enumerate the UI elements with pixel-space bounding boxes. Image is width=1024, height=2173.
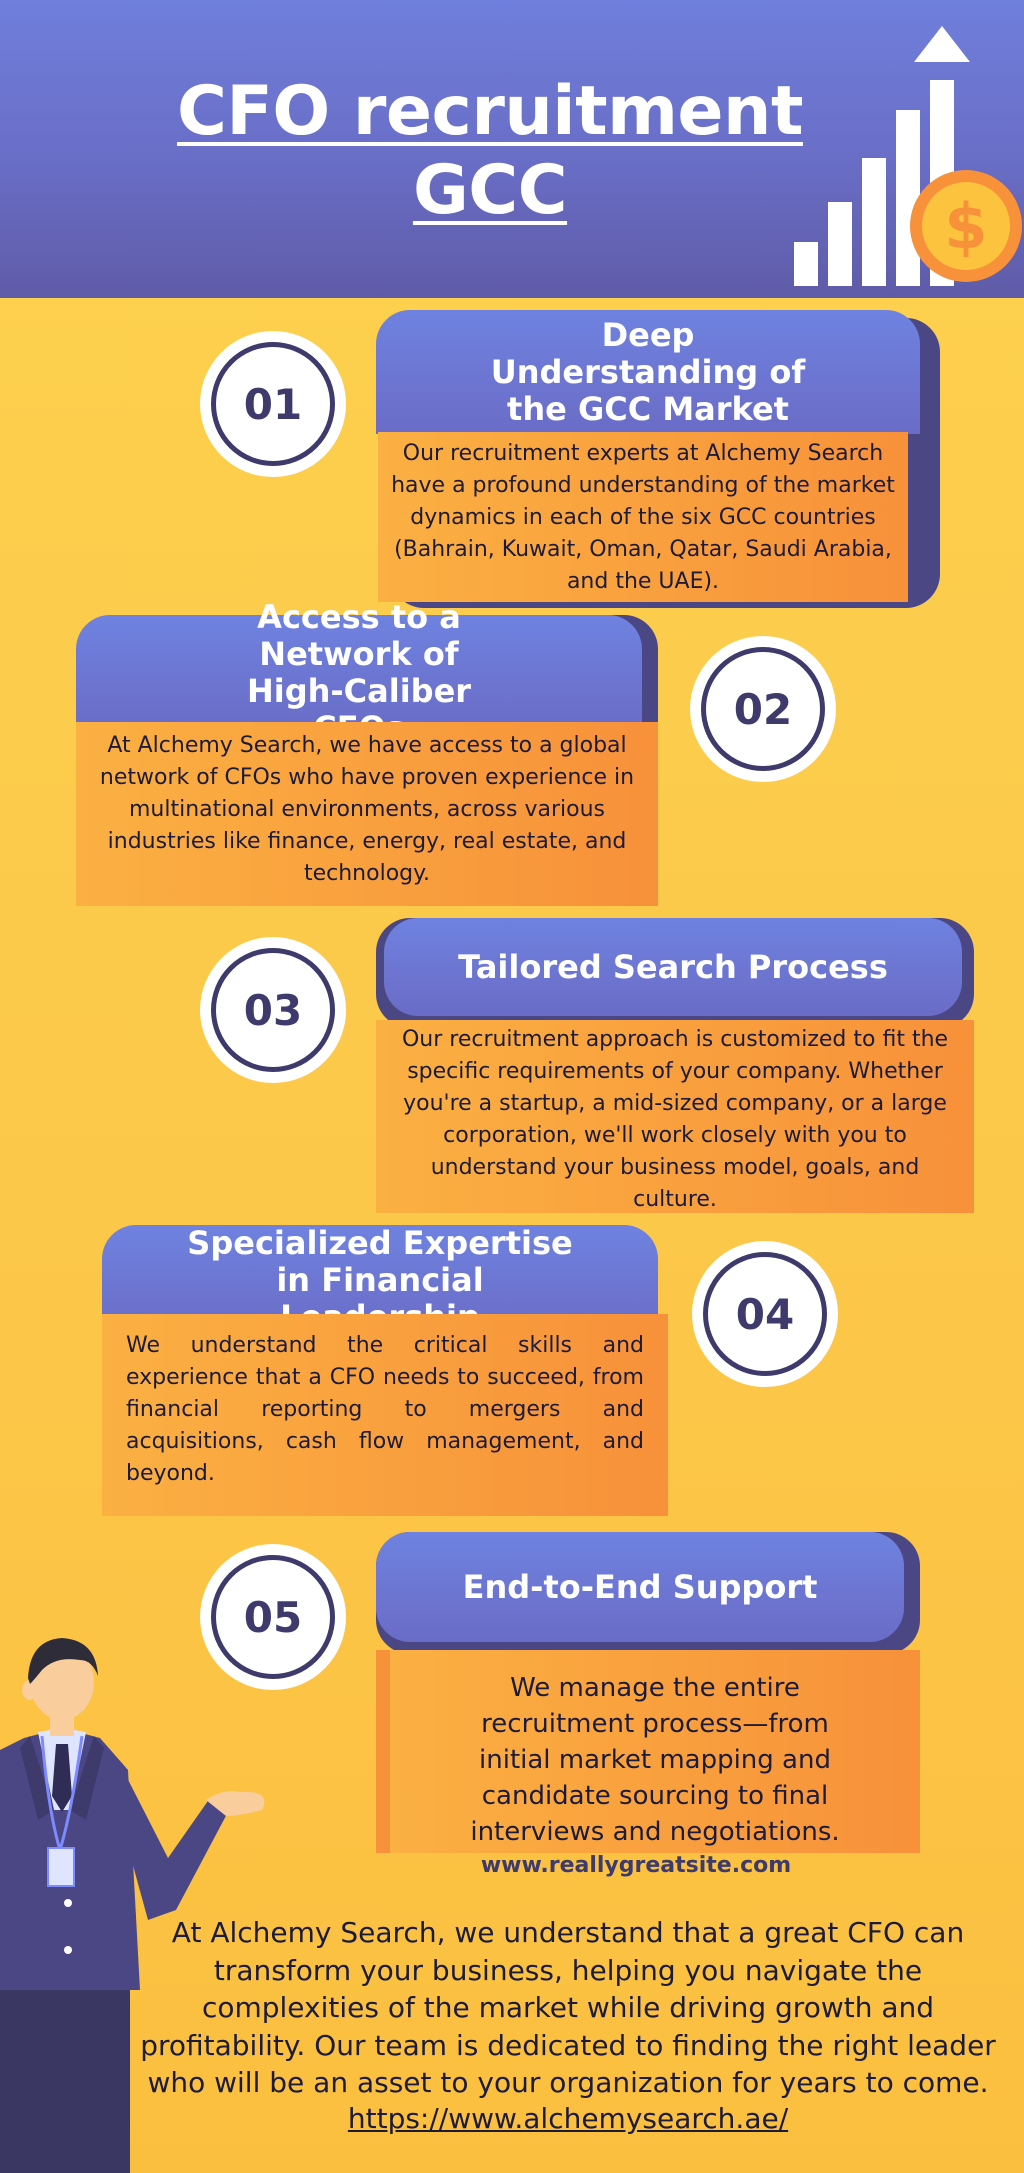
step-number-03: 03 bbox=[211, 948, 335, 1072]
step-number-circle-01: 01 bbox=[200, 331, 346, 477]
alchemy-search-link[interactable]: https://www.alchemysearch.ae/ bbox=[347, 2102, 789, 2135]
step-number-05: 05 bbox=[211, 1555, 335, 1679]
step-number-02: 02 bbox=[701, 647, 825, 771]
step-number-circle-05: 05 bbox=[200, 1544, 346, 1690]
step-title-01: Deep Understanding of the GCC Market bbox=[376, 310, 920, 434]
businessman-illustration-icon bbox=[0, 1638, 265, 2173]
page-title: CFO recruitment GCC bbox=[177, 72, 803, 230]
growth-chart-dollar-icon: $ bbox=[794, 26, 1022, 286]
step-title-02: Access to a Network of High-Caliber CFOs bbox=[76, 599, 642, 747]
step-number-circle-03: 03 bbox=[200, 937, 346, 1083]
svg-text:$: $ bbox=[944, 190, 987, 263]
step-number-04: 04 bbox=[703, 1252, 827, 1376]
site-url[interactable]: www.reallygreatsite.com bbox=[480, 1853, 792, 1878]
header-banner: CFO recruitment GCC $ bbox=[0, 0, 1024, 298]
step-number-circle-04: 04 bbox=[692, 1241, 838, 1387]
step-body-03: Our recruitment approach is customized t… bbox=[376, 1020, 974, 1213]
step-number-01: 01 bbox=[211, 342, 335, 466]
step-title-05: End-to-End Support bbox=[376, 1532, 904, 1642]
step-title-03: Tailored Search Process bbox=[384, 918, 962, 1016]
step-body-02: At Alchemy Search, we have access to a g… bbox=[76, 722, 658, 906]
step-body-04: We understand the critical skills and ex… bbox=[102, 1314, 668, 1516]
closing-paragraph: At Alchemy Search, we understand that a … bbox=[140, 1916, 996, 2099]
step-number-circle-02: 02 bbox=[690, 636, 836, 782]
step-body-05: We manage the entire recruitment process… bbox=[376, 1650, 920, 1853]
step-body-01: Our recruitment experts at Alchemy Searc… bbox=[378, 432, 908, 602]
